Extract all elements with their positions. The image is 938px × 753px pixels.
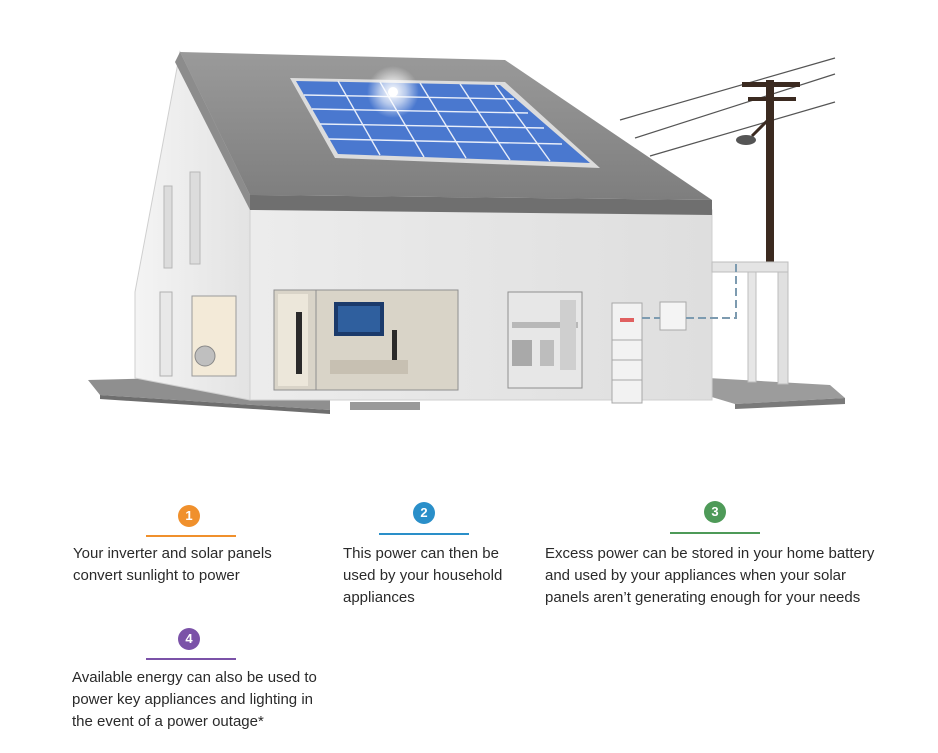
step-3-divider <box>670 532 760 534</box>
solar-panel <box>290 66 600 168</box>
living-room-window <box>273 289 459 391</box>
power-connection-line <box>642 262 737 319</box>
carport <box>711 261 789 385</box>
ground <box>88 378 845 414</box>
washing-machine <box>194 345 216 367</box>
kitchen-window <box>507 291 583 389</box>
step-3-badge: 3 <box>704 501 726 523</box>
home-battery <box>611 302 643 404</box>
power-pole <box>619 57 836 268</box>
step-4-badge: 4 <box>178 628 200 650</box>
step-2-text: This power can then be used by your hous… <box>343 545 503 606</box>
step-2-divider <box>379 533 469 535</box>
inverter-box <box>659 301 687 331</box>
street-lamp <box>736 135 756 145</box>
step-2-badge: 2 <box>413 502 435 524</box>
step-1-divider <box>146 535 236 537</box>
step-4-divider <box>146 658 236 660</box>
step-3-text: Excess power can be stored in your home … <box>545 545 875 606</box>
step-4-text: Available energy can also be used to pow… <box>72 669 317 730</box>
step-1-badge: 1 <box>178 505 200 527</box>
solar-home-illustration <box>88 50 845 414</box>
step-1-text: Your inverter and solar panels convert s… <box>73 545 272 584</box>
